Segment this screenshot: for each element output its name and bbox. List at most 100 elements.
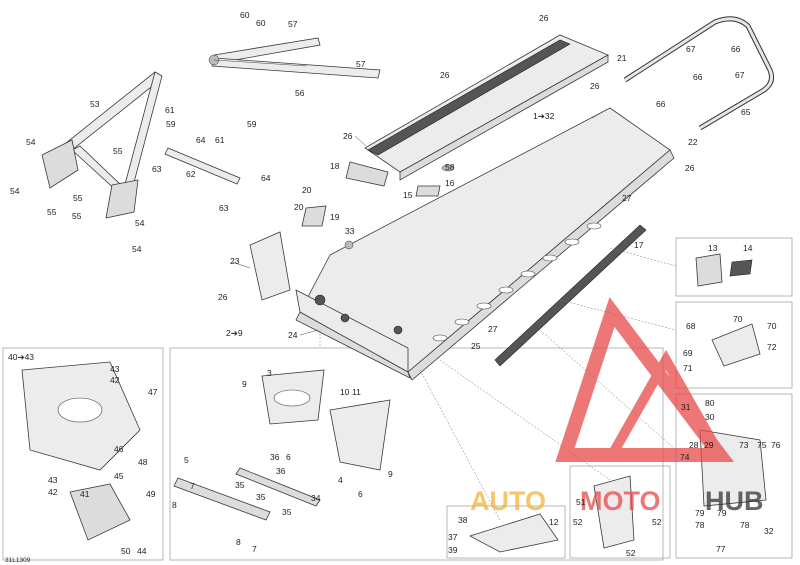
callout-60: 60 [240,10,250,20]
callout-70: 70 [733,314,743,324]
callout-18: 18 [330,161,340,171]
callout-72: 72 [767,342,777,352]
rear-bumper [623,16,774,131]
callout-24: 24 [288,330,298,340]
callout-26: 26 [343,131,353,141]
callout-43: 43 [48,475,58,485]
callout-38: 38 [458,515,468,525]
callout-29: 29 [704,440,714,450]
callout-21: 21 [617,53,627,63]
callout-53: 53 [90,99,100,109]
callout-7: 7 [190,481,195,491]
callout-71: 71 [683,363,693,373]
callout-36: 36 [276,466,286,476]
callout-3: 3 [267,368,272,378]
watermark-moto: MOTO [580,486,661,516]
callout-61: 61 [215,135,225,145]
callout-75: 75 [757,440,767,450]
callout-16: 16 [445,178,455,188]
callout-19: 19 [330,212,340,222]
callout-76: 76 [771,440,781,450]
callout-27: 27 [488,324,498,334]
front-bumper-assembly [21,361,141,541]
callout-2-9: 2➔9 [226,328,243,338]
dashed-guides [319,247,677,521]
callout-66: 66 [731,44,741,54]
callout-26: 26 [685,163,695,173]
watermark-hub: HUB [705,486,764,516]
plate-15 [415,185,441,197]
callout-6: 6 [358,489,363,499]
callout-61: 61 [165,105,175,115]
callout-68: 68 [686,321,696,331]
callout-57: 57 [288,19,298,29]
callout-55: 55 [47,207,57,217]
watermark-auto: AUTO [470,486,546,516]
callout-80: 80 [705,398,715,408]
callout-54: 54 [132,244,142,254]
decal-14 [729,259,753,277]
callout-55: 55 [73,193,83,203]
callout-47: 47 [148,387,158,397]
callout-50: 50 [121,546,131,556]
diagram-code: 31L1309 [5,557,31,564]
inset-box-bumper [2,347,164,561]
callout-40-43: 40➔43 [8,352,34,362]
callout-31: 31 [681,402,691,412]
callout-23: 23 [230,256,240,266]
inset-box-plate [446,505,566,559]
callout-42: 42 [110,375,120,385]
callout-45: 45 [114,471,124,481]
callout-17: 17 [634,240,644,250]
callout-48: 48 [138,457,148,467]
callout-22: 22 [688,137,698,147]
callout-26: 26 [218,292,228,302]
callout-59: 59 [166,119,176,129]
callout-77: 77 [716,544,726,554]
callout-78: 78 [740,520,750,530]
rail-slide [494,224,647,367]
callout-labels: 60 60 57 57 56 53 54 54 54 54 55 55 55 5… [5,10,781,564]
callout-36: 36 [270,452,280,462]
callout-13: 13 [708,243,718,253]
inset-box-decals [675,237,793,297]
callout-69: 69 [683,348,693,358]
callout-78: 78 [695,520,705,530]
callout-7: 7 [252,544,257,554]
callout-25: 25 [471,341,481,351]
callout-43: 43 [110,364,120,374]
callout-34: 34 [311,493,321,503]
callout-4: 4 [338,475,343,485]
callout-56: 56 [295,88,305,98]
rail-5 [173,477,271,521]
plug-58 [441,164,455,172]
callout-52: 52 [652,517,662,527]
frame-brace-3 [261,369,325,425]
callout-30: 30 [705,412,715,422]
callout-35: 35 [282,507,292,517]
callout-32: 32 [764,526,774,536]
bracket-18 [345,161,389,187]
callout-64: 64 [261,173,271,183]
callout-49: 49 [146,489,156,499]
callout-39: 39 [448,545,458,555]
rail-34 [235,467,321,507]
tunnel-frame [295,107,675,381]
callout-8: 8 [236,537,241,547]
callout-1-32: 1➔32 [533,111,555,121]
decal-13 [695,253,723,287]
callout-26: 26 [539,13,549,23]
bracket-68 [711,323,761,367]
frame-brace-4 [329,399,391,471]
callout-33: 33 [345,226,355,236]
callout-55: 55 [113,146,123,156]
leader-lines [213,59,607,336]
callout-67: 67 [686,44,696,54]
callout-59: 59 [247,119,257,129]
callout-79: 79 [717,508,727,518]
inset-box-bracket [675,301,793,389]
callout-26: 26 [590,81,600,91]
running-board [364,34,609,181]
tie-rod [164,147,241,185]
